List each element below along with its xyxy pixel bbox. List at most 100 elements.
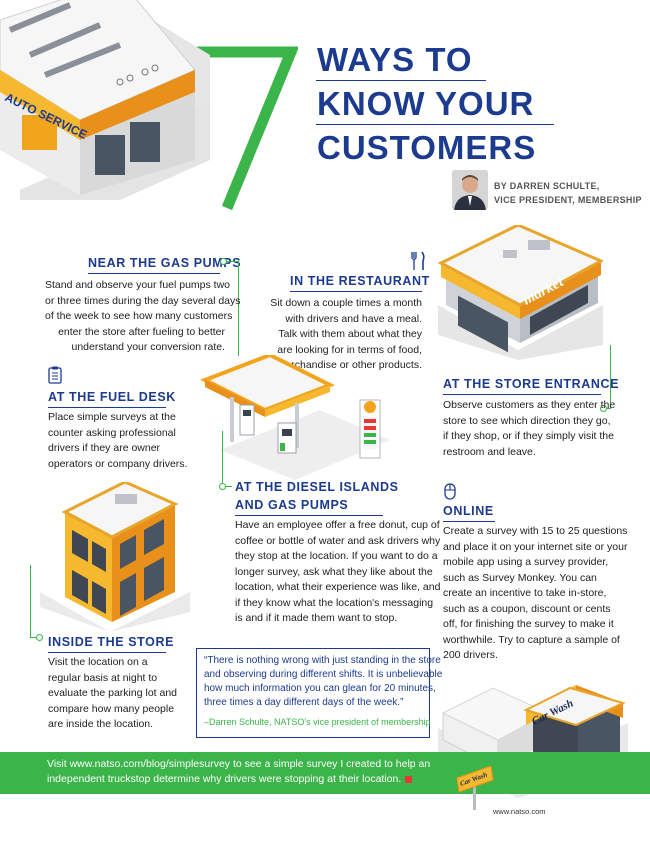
online-line: off, for finishing the survey to make it [443, 618, 614, 630]
restaurant-heading: IN THE RESTAURANT [290, 274, 430, 288]
fuel-desk-line: drivers if they are owner [48, 442, 161, 454]
diesel-body: Have an employee offer a free donut, cup… [235, 518, 441, 627]
fork-knife-icon [411, 251, 425, 270]
gas-pumps-line: understand your conversion rate. [71, 341, 225, 353]
fuel-desk-body: Place simple surveys at the counter aski… [48, 410, 198, 472]
inside-store-line: compare how many people [48, 702, 175, 715]
inside-store-line: are inside the location. [48, 718, 154, 730]
title-rule-2 [316, 124, 554, 125]
diesel-line: is and if it made them want to stop. [235, 612, 398, 624]
author-photo [452, 170, 488, 210]
footer-bar [0, 752, 650, 794]
diesel-connector [222, 486, 232, 487]
store-entrance-connector-vertical [610, 345, 611, 408]
online-line: and place it on your internet site or yo… [443, 540, 628, 553]
pull-quote-box: “There is nothing wrong with just standi… [196, 648, 442, 738]
gas-pumps-body: Stand and observe your fuel pumps two or… [45, 278, 241, 356]
big-seven-numeral [191, 46, 298, 210]
fuel-desk-heading: AT THE FUEL DESK [48, 390, 176, 404]
pull-quote-text: “There is nothing wrong with just standi… [204, 654, 442, 710]
online-line: mobile app using a survey provider, [443, 556, 609, 568]
mouse-icon [444, 483, 456, 500]
store-entrance-line: Observe customers as they enter the [443, 399, 616, 411]
gas-pumps-connector [226, 261, 238, 262]
store-entrance-line: store to see which direction they go, [443, 414, 611, 427]
restaurant-line: with drivers and have a meal. [285, 312, 422, 325]
footer-line: Visit www.natso.com/blog/simplesurvey to… [47, 758, 431, 770]
store-entrance-line: restroom and leave. [443, 445, 536, 458]
byline-name: BY DARREN SCHULTE, [494, 181, 600, 191]
diesel-line: they stop at the location. If you want t… [235, 550, 438, 562]
restaurant-line: Sit down a couple times a month [270, 297, 422, 309]
diesel-heading-2: AND GAS PUMPS [235, 498, 349, 512]
auto-service-building-illustration: AUTO SERVICE [0, 0, 210, 200]
footer-website: www.natso.com [493, 807, 546, 816]
gas-pumps-line: Stand and observe your fuel pumps two [45, 279, 231, 291]
online-line: such as a coupon, discount or cents [443, 602, 611, 615]
inside-store-line: evaluate the parking lot and [48, 687, 178, 699]
restaurant-line: Talk with them about what they [278, 328, 422, 340]
inside-store-body: Visit the location on a regular basis at… [48, 655, 193, 733]
inside-store-line: Visit the location on a [48, 656, 148, 668]
end-mark-icon [405, 775, 413, 783]
byline-title: VICE PRESIDENT, MEMBERSHIP [494, 195, 642, 205]
diesel-line: location, what their experience was like… [235, 581, 441, 593]
title-line-2: KNOW YOUR [317, 85, 535, 122]
restaurant-rule [290, 291, 422, 292]
fuel-desk-line: counter asking professional [48, 426, 176, 439]
online-line: create an incentive to take in-store, [443, 587, 607, 599]
online-line: worthwhile. Try to capture a sample of [443, 633, 620, 646]
gas-pumps-line: or three times during the day several da… [45, 294, 241, 307]
pull-quote-line: how much information you can glean for 2… [204, 683, 436, 694]
store-entrance-line: if they shop, or if they simply visit th… [443, 430, 614, 442]
market-building-illustration: market [438, 225, 603, 360]
title-line-3: CUSTOMERS [317, 129, 537, 166]
inside-store-heading: INSIDE THE STORE [48, 635, 175, 649]
pull-quote-line: and observing during different shifts. I… [204, 669, 443, 680]
online-line: 200 drivers. [443, 649, 498, 661]
restaurant-line: merchandise or other products. [276, 359, 422, 371]
fuel-desk-rule [48, 407, 166, 408]
store-entrance-connector [604, 408, 611, 409]
car-wash-roadside-sign-illustration: Car Wash [456, 766, 494, 810]
diesel-connector-vertical [222, 431, 223, 486]
fuel-desk-line: operators or company drivers. [48, 457, 188, 470]
restaurant-body: Sit down a couple times a month with dri… [270, 296, 422, 374]
footer-text: Visit www.natso.com/blog/simplesurvey to… [47, 757, 430, 787]
inside-store-line: regular basis at night to [48, 671, 158, 684]
online-line: Create a survey with 15 to 25 questions [443, 525, 628, 537]
online-heading: ONLINE [443, 504, 494, 518]
inside-store-connector-vertical [30, 565, 31, 637]
diesel-line: Have an employee offer a free donut, cup… [235, 519, 440, 531]
title-rule-1 [316, 80, 486, 81]
gas-pumps-heading: NEAR THE GAS PUMPS [88, 256, 242, 270]
fuel-canopy-illustration [200, 355, 390, 480]
gas-pumps-rule [88, 273, 220, 274]
inside-store-rule [48, 652, 166, 653]
diesel-line: coffee or bottle of water and ask driver… [235, 534, 441, 547]
diesel-rule [235, 515, 383, 516]
title-line-1: WAYS TO [317, 41, 473, 78]
pull-quote-line: three times a day different days of the … [204, 697, 404, 708]
pull-quote-attribution: –Darren Schulte, NATSO's vice president … [204, 717, 431, 727]
store-entrance-heading: AT THE STORE ENTRANCE [443, 377, 620, 391]
clipboard-icon [48, 366, 62, 384]
pull-quote-line: “There is nothing wrong with just standi… [204, 655, 441, 666]
restaurant-line: are looking for in terms of food, [277, 343, 422, 356]
online-rule [443, 521, 495, 522]
gas-pumps-line: of the week to see how many customers [45, 310, 233, 322]
online-line: such as Survey Monkey. You can [443, 571, 597, 584]
footer-line: independent truckstop determine why driv… [47, 773, 402, 785]
gas-pumps-line: enter the store after fueling to better [58, 325, 225, 338]
convenience-store-illustration [40, 482, 190, 632]
online-body: Create a survey with 15 to 25 questions … [443, 524, 633, 664]
diesel-line: longer survey, ask what they like about … [235, 565, 433, 578]
store-entrance-body: Observe customers as they enter the stor… [443, 398, 623, 460]
store-entrance-rule [443, 394, 601, 395]
diesel-heading-1: AT THE DIESEL ISLANDS [235, 480, 399, 494]
gas-pumps-connector-vertical [238, 261, 239, 356]
inside-store-connector-dot [36, 634, 43, 641]
fuel-desk-line: Place simple surveys at the [48, 411, 176, 423]
diesel-line: if they know what the location's messagi… [235, 596, 434, 609]
diesel-connector-dot [219, 483, 226, 490]
